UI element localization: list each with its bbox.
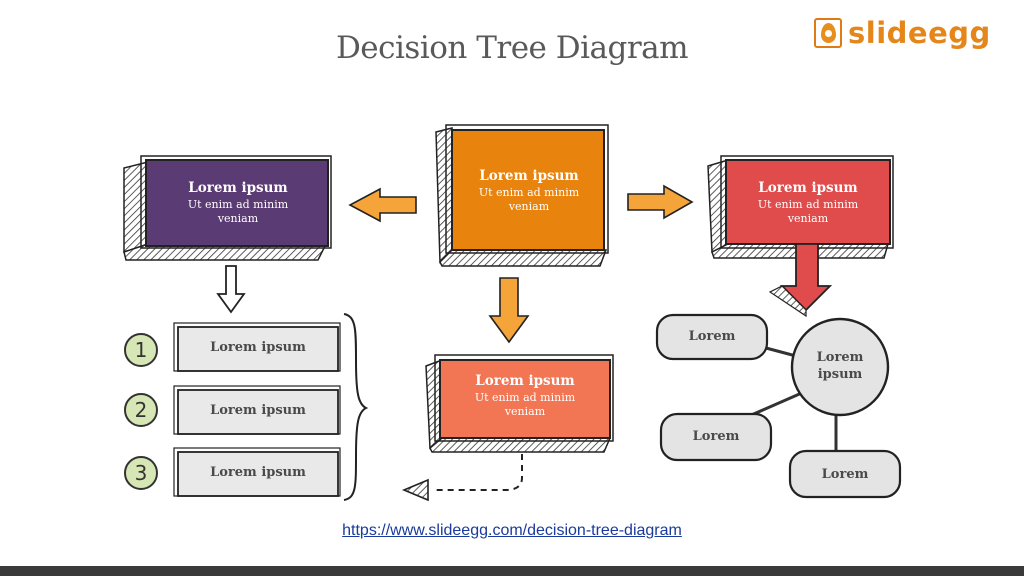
card-bottom-sub: Ut enim ad minim veniam [474, 391, 576, 418]
list-item-2-label: Lorem ipsum [210, 403, 306, 418]
card-right-text: Lorem ipsum Ut enim ad minim veniam [728, 180, 888, 226]
mindmap-bottom-right-label: Lorem [821, 467, 869, 482]
card-left [123, 155, 332, 261]
card-center-heading: Lorem ipsum [479, 168, 579, 184]
list-item-1-label: Lorem ipsum [210, 340, 306, 355]
card-bottom [425, 354, 614, 453]
step-number-2: 2 [134, 398, 148, 422]
list-bars [173, 322, 341, 497]
card-right-sub: Ut enim ad minim veniam [757, 198, 859, 225]
step-number-3: 3 [134, 461, 148, 485]
logo-text: slideegg [848, 16, 991, 50]
card-left-sub: Ut enim ad minim veniam [187, 198, 289, 225]
arrow-right-icon [627, 184, 694, 220]
source-link[interactable]: https://www.slideegg.com/decision-tree-d… [342, 522, 682, 539]
dashed-arrow-icon [401, 454, 523, 502]
mindmap-top-left-label: Lorem [688, 329, 736, 344]
card-right [707, 155, 894, 318]
card-center-text: Lorem ipsum Ut enim ad minim veniam [456, 168, 602, 214]
card-left-text: Lorem ipsum Ut enim ad minim veniam [152, 180, 324, 226]
card-right-heading: Lorem ipsum [758, 180, 858, 196]
page-title: Decision Tree Diagram [335, 30, 689, 66]
mindmap-bottom-left-label: Lorem [692, 429, 740, 444]
mindmap-shapes [655, 313, 902, 499]
arrow-left-icon [348, 187, 417, 223]
brand-logo: slideegg [814, 16, 991, 50]
card-center-sub: Ut enim ad minim veniam [478, 186, 580, 213]
card-left-heading: Lorem ipsum [188, 180, 288, 196]
card-center [435, 124, 609, 267]
list-item-3-label: Lorem ipsum [210, 465, 306, 480]
outline-arrow-down-icon [216, 265, 246, 314]
egg-logo-icon [814, 18, 842, 48]
curly-brace [343, 313, 369, 501]
mindmap-center-label: Lorem ipsum [816, 350, 864, 382]
number-circles [124, 333, 158, 490]
footer-bar [0, 566, 1024, 576]
step-number-1: 1 [134, 338, 148, 362]
arrow-down-icon [488, 277, 530, 344]
card-bottom-text: Lorem ipsum Ut enim ad minim veniam [442, 373, 608, 419]
card-bottom-heading: Lorem ipsum [475, 373, 575, 389]
